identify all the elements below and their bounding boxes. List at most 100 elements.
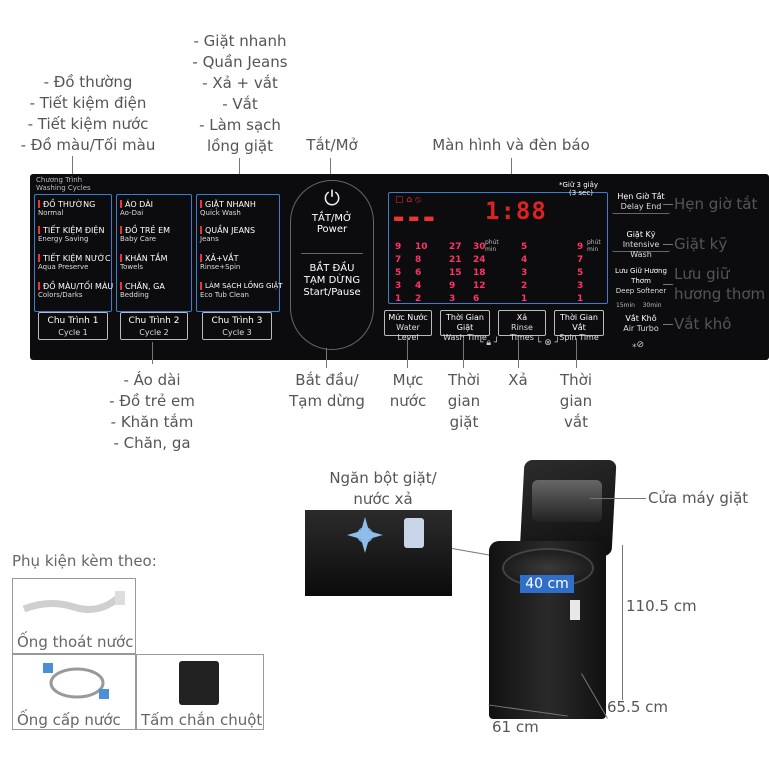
button-sublabel: Cycle 2 xyxy=(139,328,169,337)
level-num: 8 xyxy=(415,255,422,265)
spin-num: 5 xyxy=(577,268,584,278)
level-num: 1 xyxy=(395,294,402,304)
button-sublabel: Cycle 3 xyxy=(222,328,252,337)
sound-off-icon: └ ⊗ ┘ xyxy=(536,338,561,348)
callout-text: lồng giặt xyxy=(207,137,273,155)
callout-fragrance: Lưu giữ hương thơm xyxy=(674,264,765,304)
turbo-time: 15min xyxy=(616,302,635,309)
power-icon: ⏻ xyxy=(324,186,340,210)
cycle-1-button[interactable]: Chu Trình 1 Cycle 1 xyxy=(38,312,108,340)
leader-line xyxy=(663,324,673,325)
spin-num: 1 xyxy=(577,294,584,304)
inlet-hose-icon xyxy=(43,663,109,699)
cycle-label: CHĂN, GA xyxy=(125,282,165,291)
wash-num: 15 xyxy=(449,268,462,278)
leader-line xyxy=(663,244,673,245)
power-sublabel: Power xyxy=(316,224,348,235)
cycle-sublabel: Quick Wash xyxy=(200,209,241,217)
leader-line xyxy=(518,338,519,368)
callout-drawer: Ngăn bột giặt/ nước xả xyxy=(318,468,448,510)
callout-text: - Tiết kiệm nước xyxy=(27,115,149,133)
button-sublabel: Cycle 1 xyxy=(58,328,88,337)
rinse-num: 1 xyxy=(521,294,528,304)
panel-header: Chương Trình Washing Cycles xyxy=(36,176,91,192)
width-label: 61 cm xyxy=(492,718,539,736)
callout-cycles-group2: - Áo dài - Đồ trẻ em - Khăn tắm - Chăn, … xyxy=(92,370,212,454)
callout-water-level: Mực nước xyxy=(382,370,434,412)
level-num: 2 xyxy=(415,294,422,304)
wash-num: 6 xyxy=(473,294,480,304)
cycle-sublabel: Aqua Preserve xyxy=(38,263,89,271)
turbo-times: 15min 30min xyxy=(616,302,662,309)
height-dimension-line xyxy=(622,545,623,700)
button-label: Thời Gian Vắt xyxy=(559,313,598,332)
callout-text: - Đồ thường xyxy=(43,73,133,91)
depth-label: 65.5 cm xyxy=(607,698,669,716)
button-sublabel: Air Turbo xyxy=(623,324,659,333)
start-pause-button[interactable]: BẮT ĐẦU TẠM DỪNG Start/Pause xyxy=(291,263,373,299)
minute-unit: phút min xyxy=(587,239,601,253)
lid-glass xyxy=(532,480,602,522)
callout-text: gian xyxy=(559,392,593,410)
level-num: 6 xyxy=(415,268,422,278)
power-button[interactable]: TẮT/MỞ Power xyxy=(291,213,373,235)
leader-line xyxy=(239,158,240,186)
accessory-label: Tấm chắn chuột xyxy=(141,711,263,729)
cycle-sublabel: Normal xyxy=(38,209,64,217)
callout-text: - Chăn, ga xyxy=(113,434,191,452)
accessory-label: Ống thoát nước xyxy=(17,633,134,651)
leader-line xyxy=(407,338,408,368)
callout-text: - Áo dài xyxy=(123,371,181,389)
cycle-sublabel: Energy Saving xyxy=(38,235,89,243)
leader-line xyxy=(152,342,153,364)
cycle-label: ĐỒ THƯỜNG xyxy=(43,200,96,209)
wash-num: 24 xyxy=(473,255,486,265)
cycle-3-button[interactable]: Chu Trình 3 Cycle 3 xyxy=(202,312,272,340)
callout-text: giặt xyxy=(449,413,479,431)
button-label: Chu Trình 1 xyxy=(47,316,99,326)
button-label: Vắt Khô xyxy=(625,314,657,323)
leader-line xyxy=(663,284,673,285)
button-label: Xả xyxy=(516,313,528,322)
hold-note: *Giữ 3 giây (3 sec) xyxy=(559,181,598,197)
callout-spin-time: Thời gian vắt xyxy=(552,370,600,433)
rinse-num: 5 xyxy=(521,242,528,252)
button-sublabel: Intensive Wash xyxy=(622,240,660,259)
button-label: Chu Trình 3 xyxy=(211,316,263,326)
leader-line xyxy=(590,498,646,499)
level-num: 9 xyxy=(395,242,402,252)
callout-text: - Tiết kiệm điện xyxy=(29,94,147,112)
drain-hose-icon xyxy=(22,591,125,613)
cycle-label: TIẾT KIỆM ĐIỆN xyxy=(43,226,105,235)
callout-cycles-group3: - Giặt nhanh - Quần Jeans - Xả + vắt - V… xyxy=(180,31,300,157)
callout-power: Tắt/Mở xyxy=(306,136,358,154)
accessory-drain-hose: Ống thoát nước xyxy=(12,578,136,654)
turbo-time: 30min xyxy=(642,302,662,309)
button-sublabel: Wash Time xyxy=(443,333,487,342)
button-label: Hẹn Giờ Tắt xyxy=(617,192,665,201)
